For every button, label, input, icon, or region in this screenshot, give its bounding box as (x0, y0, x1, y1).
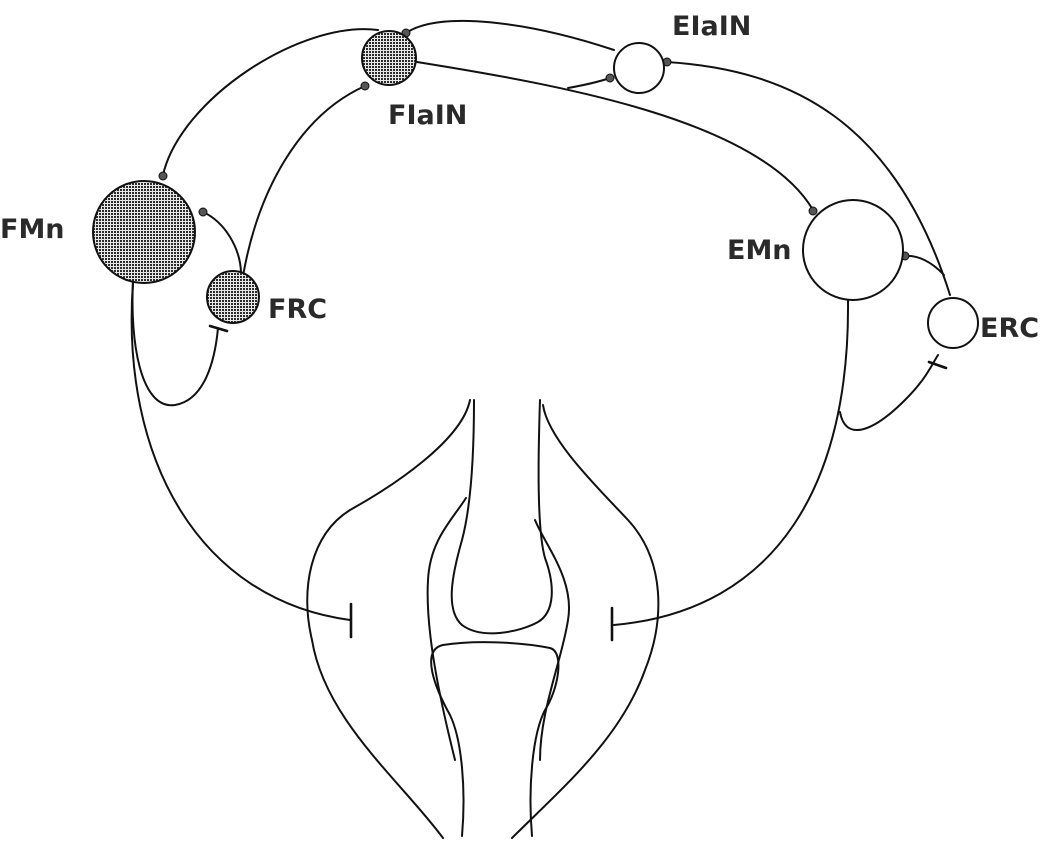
label-eiain: EIaIN (672, 11, 751, 42)
label-frc: FRC (268, 294, 327, 325)
label-fiain: FIaIN (388, 100, 467, 131)
terminals (159, 29, 909, 260)
path-fiain-to-eiain (568, 78, 610, 88)
path-frc-to-fiain (243, 86, 365, 276)
terminal-dot (809, 207, 817, 215)
joint-illustration (307, 400, 658, 838)
fmn-soma (93, 181, 195, 283)
flexor-muscle (307, 400, 470, 838)
neurons (93, 31, 978, 348)
label-emn: EMn (727, 235, 792, 266)
path-fiain-to-fmn (163, 29, 378, 175)
fiain-soma (362, 31, 416, 85)
terminal-dot (361, 82, 369, 90)
path-fmn-collateral (132, 282, 218, 405)
capsule-left (428, 498, 466, 760)
path-emn-collateral (840, 355, 938, 430)
terminal-dot (159, 172, 167, 180)
path-eiain-to-fiain (406, 21, 614, 50)
erc-soma (928, 298, 978, 348)
path-emn-axon (614, 300, 848, 625)
label-erc: ERC (980, 313, 1039, 344)
eiain-soma (614, 43, 664, 93)
path-fiain-to-emn (417, 62, 813, 210)
path-frc-to-fmn (203, 212, 241, 272)
terminal-dot (606, 74, 614, 82)
upper-bone (452, 400, 552, 633)
label-fmn: FMn (0, 214, 65, 245)
path-fmn-axon (132, 282, 350, 620)
terminal-dot (199, 208, 207, 216)
labels: FMn FRC FIaIN EIaIN EMn ERC (0, 11, 1039, 344)
emn-soma (803, 200, 903, 300)
end-bars (210, 326, 946, 640)
frc-soma (207, 271, 259, 323)
